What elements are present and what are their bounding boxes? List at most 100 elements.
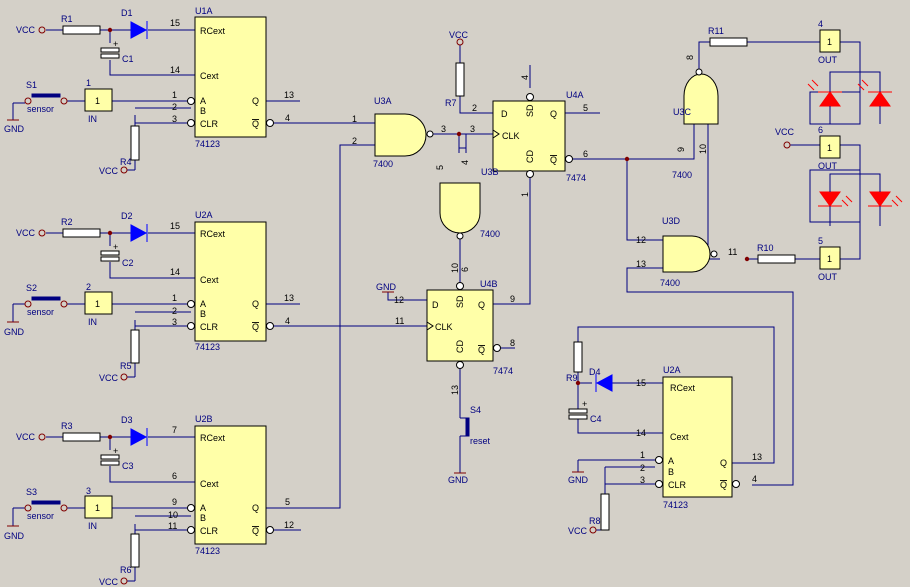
resistor-r1-body xyxy=(62,25,101,35)
out-port-5-label: OUT xyxy=(818,272,838,282)
resistor-r5-body xyxy=(130,329,140,364)
out-port-6-number: 6 xyxy=(818,125,823,135)
bubble-u2b-a xyxy=(187,504,195,512)
u2b-pin5: 5 xyxy=(285,497,290,507)
gate-u3b-body xyxy=(439,182,481,234)
chip-u4a-ref: U4A xyxy=(566,90,584,100)
u1a-qbar-label: Q xyxy=(252,119,259,129)
diode-d1-symbol xyxy=(130,21,148,39)
diode-d2-symbol xyxy=(130,224,148,242)
chip-u2a-mid-ref: U2A xyxy=(195,210,213,220)
resistor-r8-body xyxy=(600,493,610,531)
in-port-2-box-label: 1 xyxy=(95,299,100,309)
resistor-r11-label: R11 xyxy=(708,26,724,36)
bubble-u4b-sd xyxy=(456,282,464,290)
sensor-terminal-1b xyxy=(60,97,68,105)
u1a-cext-label: Cext xyxy=(200,71,219,81)
u2b-q-label: Q xyxy=(252,503,259,513)
junction-dot xyxy=(744,256,750,262)
u2a-right-rcext-label: RCext xyxy=(670,383,696,393)
switch-actuators xyxy=(31,93,470,505)
u1a-a-label: A xyxy=(200,96,206,106)
switch-s2-bar xyxy=(31,296,61,301)
vcc-terminal-7 xyxy=(456,38,464,46)
sensor-terminal-1a xyxy=(24,97,32,105)
u4b-pin10: 10 xyxy=(450,263,460,273)
vcc-terminal-3 xyxy=(38,433,46,441)
u4b-sd-label: SD xyxy=(455,295,465,308)
bubble-u1a-clr xyxy=(187,119,195,127)
u3c-pin10: 10 xyxy=(698,144,708,154)
u1a-rcext-label: RCext xyxy=(200,26,226,36)
vcc-label-4: VCC xyxy=(99,166,119,176)
u2a-right-a-label: A xyxy=(668,456,674,466)
u4a-pin2: 2 xyxy=(472,103,477,113)
in-port-1-label: IN xyxy=(88,114,97,124)
u4a-cd-label: CD xyxy=(525,150,535,163)
junction-dot xyxy=(107,27,113,33)
u1a-clr-label: CLR xyxy=(200,119,219,129)
in-port-1-box-label: 1 xyxy=(95,96,100,106)
resistor-r10-body xyxy=(757,254,796,264)
chip-u2a-right-ref: U2A xyxy=(663,365,681,375)
u1a-pin13: 13 xyxy=(284,90,294,100)
u4a-q-label: Q xyxy=(550,109,557,119)
gnd-label-6: GND xyxy=(568,475,589,485)
bubble-u4a-cd xyxy=(526,170,534,178)
u3d-pin13: 13 xyxy=(636,259,646,269)
resistor-r5-label: R5 xyxy=(120,361,132,371)
u4a-pin4: 4 xyxy=(520,75,530,80)
clk-triangle-u4b xyxy=(426,321,434,331)
u2b-b-label: B xyxy=(200,513,206,523)
switch-s1-bar xyxy=(31,93,61,98)
bubble-u3d-out xyxy=(710,250,718,258)
led-2-icon xyxy=(868,91,892,107)
chip-u2a-mid-body xyxy=(194,221,267,342)
u2a-mid-pin4: 4 xyxy=(285,316,290,326)
out-port-5-box-label: 1 xyxy=(827,254,832,264)
u4b-pin13: 13 xyxy=(450,385,460,395)
u1a-pin2: 2 xyxy=(172,102,177,112)
bubble-u2a-a xyxy=(187,300,195,308)
in-port-2-box xyxy=(84,291,113,315)
u3d-pin12: 12 xyxy=(636,235,646,245)
chips xyxy=(84,16,841,545)
vcc-terminal-9 xyxy=(783,141,791,149)
u2a-mid-clr-label: CLR xyxy=(200,322,219,332)
u4b-pin9: 9 xyxy=(510,294,515,304)
u3a-pin2: 2 xyxy=(352,136,357,146)
vcc-terminal-2 xyxy=(38,229,46,237)
u2b-rcext-label: RCext xyxy=(200,433,226,443)
bubble-u2b-clr xyxy=(187,526,195,534)
bubble-u2ar-qbar xyxy=(732,480,740,488)
in-port-3-number: 3 xyxy=(86,486,91,496)
u2b-clr-label: CLR xyxy=(200,526,219,536)
u4a-pin3: 3 xyxy=(470,124,475,134)
switch-s1-label: S1 xyxy=(26,80,37,90)
chip-u4b-part: 7474 xyxy=(493,366,513,376)
u2b-pin6: 6 xyxy=(172,471,177,481)
u2b-pin9: 9 xyxy=(172,497,177,507)
u3b-pin4: 4 xyxy=(460,160,470,165)
bubble-u2b-qbar xyxy=(266,526,274,534)
capacitor-c4-label: C4 xyxy=(590,414,602,424)
resistor-r6-body xyxy=(130,533,140,568)
u2a-mid-cext-label: Cext xyxy=(200,275,219,285)
bubble-u3b-out xyxy=(456,232,464,240)
gate-u3c-part: 7400 xyxy=(672,170,692,180)
u2a-right-b-label: B xyxy=(668,467,674,477)
vcc-terminal-1 xyxy=(38,26,46,34)
vcc-label-1: VCC xyxy=(16,25,36,35)
in-port-1-number: 1 xyxy=(86,78,91,88)
gate-u3a-body xyxy=(374,113,427,157)
resistor-r1-label: R1 xyxy=(61,14,73,24)
u4a-pin1: 1 xyxy=(520,192,530,197)
junction-dot xyxy=(107,230,113,236)
out-port-5-box xyxy=(819,246,841,270)
u4a-pin5: 5 xyxy=(583,103,588,113)
u4a-pin6: 6 xyxy=(583,149,588,159)
in-port-3-box xyxy=(84,495,113,519)
sensor-terminal-3a xyxy=(24,504,32,512)
chip-u2a-right-body xyxy=(662,376,733,498)
vcc-terminal-6 xyxy=(120,577,128,585)
